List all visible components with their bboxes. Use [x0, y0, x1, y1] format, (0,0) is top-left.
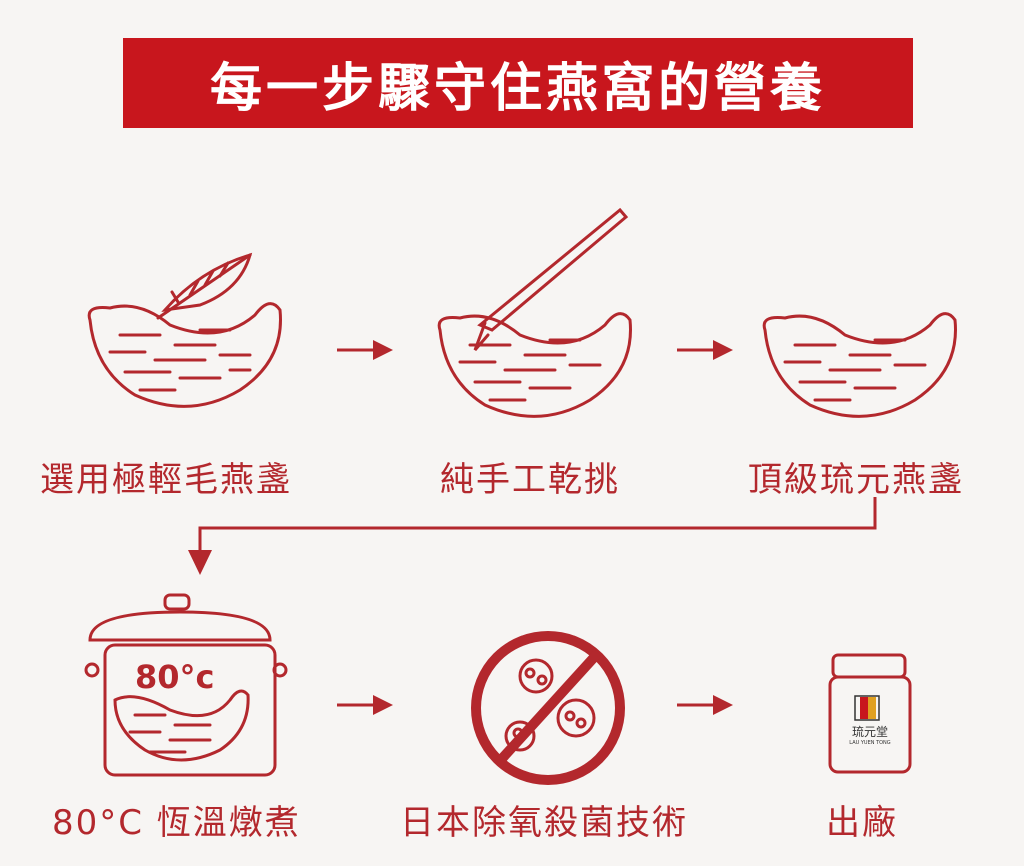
step-label-premium: 頂級琉元燕盞 [748, 460, 964, 500]
step-label-select: 選用極輕毛燕盞 [40, 460, 292, 500]
bottle-brand-subtext: LAU YUEN TONG [849, 740, 891, 746]
clean-nest-icon [762, 312, 957, 418]
arrow-right-icon [677, 340, 733, 360]
arrow-right-icon [337, 695, 393, 715]
connector-arrow-icon [188, 497, 877, 575]
pot-temperature-text: 80°c [135, 658, 215, 696]
arrow-right-icon [677, 695, 733, 715]
stew-pot-icon: 80°c [80, 590, 300, 780]
step-label-handpick: 純手工乾挑 [440, 460, 620, 500]
nest-with-feather-icon [87, 252, 282, 408]
step-label-sterilize: 日本除氧殺菌技術 [400, 803, 688, 843]
step-label-ship: 出廠 [826, 803, 898, 843]
bottle-icon: 琉元堂 LAU YUEN TONG [825, 652, 915, 777]
arrow-right-icon [337, 340, 393, 360]
nest-with-tweezers-icon [437, 207, 632, 418]
no-bacteria-icon [471, 631, 625, 785]
title-banner: 每一步驟守住燕窩的營養 [123, 38, 913, 128]
step-label-stew: 80°C 恆溫燉煮 [52, 803, 301, 843]
bottle-brand-text: 琉元堂 [851, 725, 888, 739]
